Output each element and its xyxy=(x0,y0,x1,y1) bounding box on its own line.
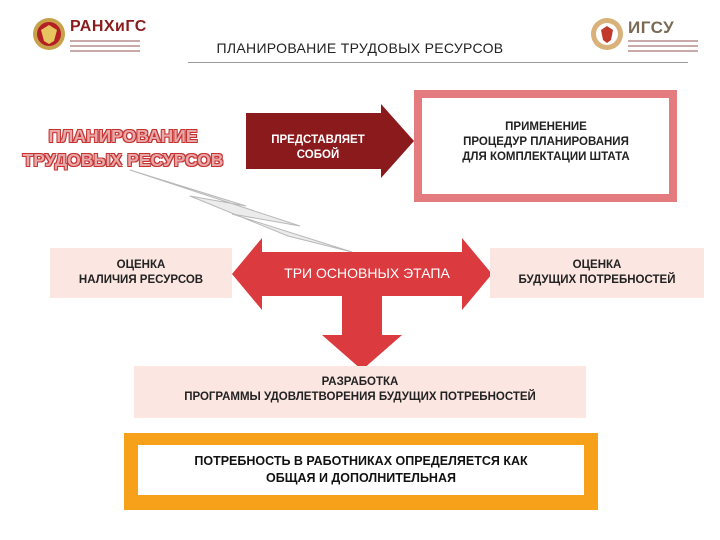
arrow-label-line: СОБОЙ xyxy=(296,149,340,161)
three-stages-label: ТРИ ОСНОВНЫХ ЭТАПА xyxy=(284,265,450,281)
stage-label-line: НАЛИЧИЯ РЕСУРСОВ xyxy=(78,274,204,286)
logo-fine-print xyxy=(70,50,140,52)
arrow-label-line: ПРЕДСТАВЛЯЕТ xyxy=(271,134,365,146)
arrow-label: ПРЕДСТАВЛЯЕТ СОБОЙ xyxy=(248,133,388,163)
lightning-connector xyxy=(129,169,353,253)
logo-fine-print xyxy=(70,40,140,42)
igsu-emblem-icon xyxy=(591,18,623,50)
stage-current-resources: ОЦЕНКА НАЛИЧИЯ РЕСУРСОВ xyxy=(50,248,232,298)
stage-development-box xyxy=(134,366,586,418)
header-divider xyxy=(188,62,688,63)
application-box xyxy=(414,90,677,202)
stage-future-needs: ОЦЕНКА БУДУЩИХ ПОТРЕБНОСТЕЙ xyxy=(490,248,704,298)
stage-label-line: БУДУЩИХ ПОТРЕБНОСТЕЙ xyxy=(518,274,676,286)
application-line: ПРИМЕНЕНИЕ xyxy=(505,121,587,133)
main-heading-line: ПЛАНИРОВАНИЕ xyxy=(48,126,198,146)
conclusion-line: ПОТРЕБНОСТЬ В РАБОТНИКАХ ОПРЕДЕЛЯЕТСЯ КА… xyxy=(194,454,528,468)
main-heading: ПЛАНИРОВАНИЕ ТРУДОВЫХ РЕСУРСОВ xyxy=(14,124,232,172)
igsu-logo: ИГСУ xyxy=(590,14,700,54)
three-stages-arrow xyxy=(232,238,492,370)
stage-label-line: ОЦЕНКА xyxy=(572,259,622,271)
main-heading-line: ТРУДОВЫХ РЕСУРСОВ xyxy=(22,150,224,170)
represents-arrow xyxy=(246,104,414,178)
application-text: ПРИМЕНЕНИЕ ПРОЦЕДУР ПЛАНИРОВАНИЯ ДЛЯ КОМ… xyxy=(426,120,666,165)
page-title: ПЛАНИРОВАНИЕ ТРУДОВЫХ РЕСУРСОВ xyxy=(216,40,504,56)
stage-label-line: РАЗРАБОТКА xyxy=(321,376,399,388)
ranepa-logo-name: РАНХиГС xyxy=(70,18,147,35)
logo-fine-print xyxy=(628,40,698,42)
stage-label-line: ОЦЕНКА xyxy=(116,259,166,271)
stage-development-text: РАЗРАБОТКА ПРОГРАММЫ УДОВЛЕТВОРЕНИЯ БУДУ… xyxy=(134,375,586,405)
logo-fine-print xyxy=(628,50,698,52)
conclusion-text: ПОТРЕБНОСТЬ В РАБОТНИКАХ ОПРЕДЕЛЯЕТСЯ КА… xyxy=(146,453,576,487)
conclusion-line: ОБЩАЯ И ДОПОЛНИТЕЛЬНАЯ xyxy=(266,471,456,485)
igsu-logo-name: ИГСУ xyxy=(628,18,675,37)
application-line: ДЛЯ КОМПЛЕКТАЦИИ ШТАТА xyxy=(462,151,630,163)
stage-label-line: ПРОГРАММЫ УДОВЛЕТВОРЕНИЯ БУДУЩИХ ПОТРЕБН… xyxy=(184,391,536,403)
eagle-emblem-icon xyxy=(33,18,65,50)
ranepa-logo: РАНХиГС xyxy=(32,14,147,54)
logo-fine-print xyxy=(628,45,698,47)
application-line: ПРОЦЕДУР ПЛАНИРОВАНИЯ xyxy=(463,136,629,148)
logo-fine-print xyxy=(70,45,140,47)
conclusion-box xyxy=(138,445,584,495)
